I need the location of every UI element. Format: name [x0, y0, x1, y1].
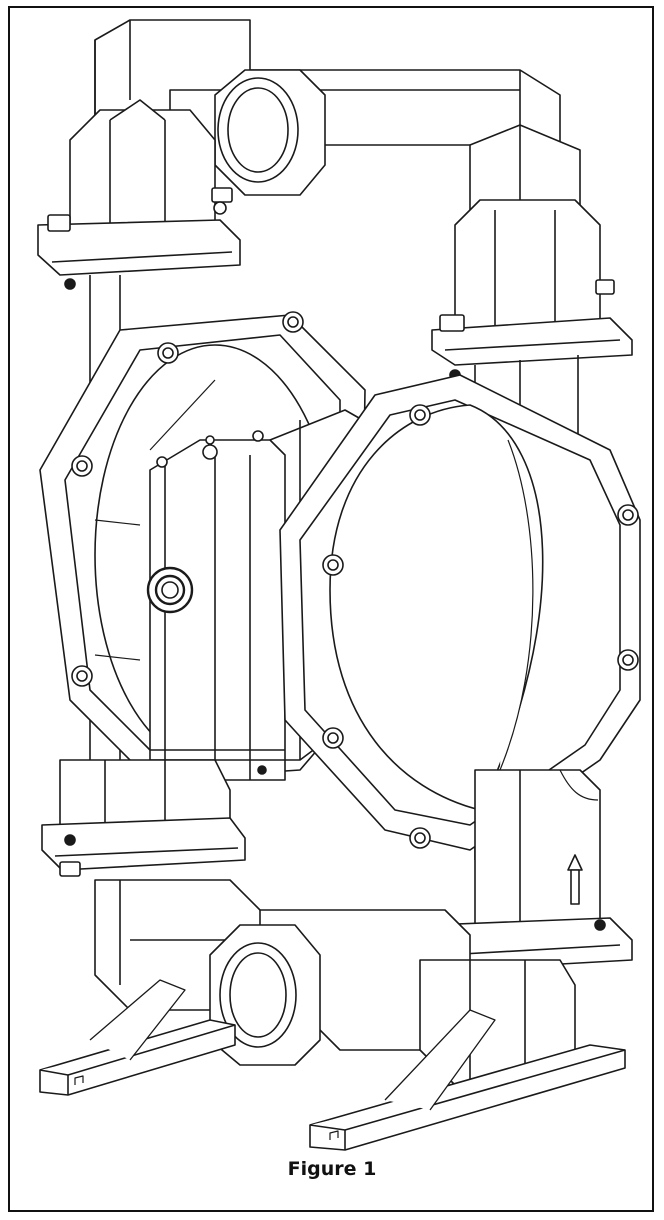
- right-upper-tee: [454, 199, 601, 331]
- left-upper-flange: [37, 187, 241, 290]
- air-valve: [146, 430, 286, 781]
- right-fluid-cover: [279, 374, 641, 851]
- bottom-port-fitting: [209, 924, 321, 1066]
- left-foot: [39, 979, 236, 1096]
- left-upper-tee: [69, 99, 216, 226]
- right-cover-bolts: [322, 404, 639, 849]
- right-foot: [309, 1009, 626, 1151]
- top-port-fitting: [214, 69, 326, 196]
- left-lower-tee: [59, 759, 231, 826]
- left-lower-flange: [41, 817, 246, 877]
- right-lower-tee: [474, 769, 601, 926]
- figure-caption: Figure 1: [287, 1158, 377, 1180]
- flow-direction-arrow: [567, 854, 583, 905]
